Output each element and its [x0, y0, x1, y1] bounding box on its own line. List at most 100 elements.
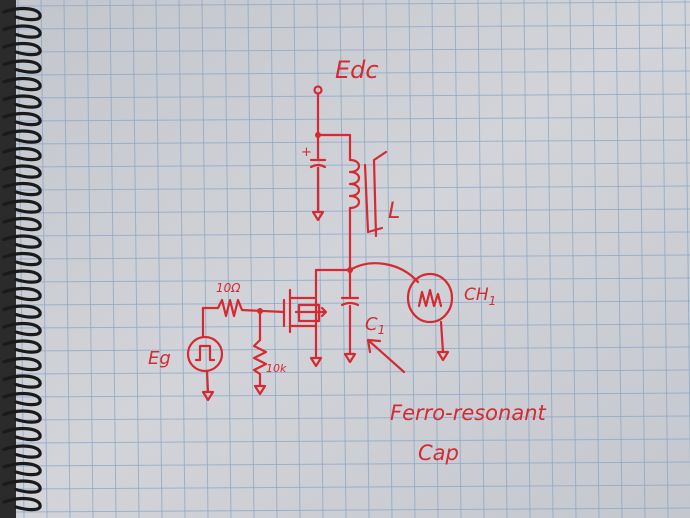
grid-line-horizontal	[15, 139, 690, 145]
gate-resistor	[201, 298, 286, 318]
supply-label: Edc	[335, 56, 379, 84]
grid-line-horizontal	[15, 369, 690, 375]
grid-line-horizontal	[15, 507, 690, 513]
binding-strip	[0, 0, 16, 518]
plus-mark: +	[301, 145, 312, 160]
inductor-core	[363, 150, 388, 238]
gate-resistor-label: 10Ω	[216, 281, 241, 295]
scope-label: CH1	[464, 285, 496, 308]
grid-line-vertical	[546, 0, 554, 518]
source-ground-icon	[201, 390, 215, 402]
grid-line-vertical	[293, 0, 301, 518]
binding-ring	[2, 286, 42, 302]
binding-ring	[2, 24, 42, 39]
pulldown-resistor-label: 10k	[266, 362, 287, 375]
binding-ring	[2, 181, 42, 197]
annotation-arrow	[366, 338, 406, 374]
grid-line-vertical	[500, 0, 508, 518]
grid-line-vertical	[592, 0, 600, 518]
grid-line-horizontal	[15, 70, 690, 76]
capacitor-ground-icon	[343, 352, 357, 364]
grid-line-vertical	[201, 0, 209, 518]
pulse-source-circle	[186, 335, 224, 373]
grid-line-vertical	[155, 0, 163, 518]
grid-line-horizontal	[15, 185, 690, 191]
binding-ring	[2, 426, 42, 442]
grid-line-horizontal	[15, 116, 690, 122]
grid-line-horizontal	[15, 93, 690, 99]
pulldown-ground-icon	[253, 384, 267, 396]
binding-ring	[2, 269, 42, 284]
grid-line-horizontal	[15, 346, 690, 352]
grid-line-horizontal	[15, 392, 690, 398]
note-line-2: Cap	[418, 441, 459, 465]
grid-line-vertical	[431, 0, 439, 518]
mosfet-drain	[288, 268, 318, 300]
binding-ring	[2, 199, 42, 214]
binding-ring	[2, 129, 42, 144]
grid-line-horizontal	[15, 162, 690, 168]
scope-label-main: CH	[464, 285, 489, 305]
binding-ring	[2, 444, 42, 459]
source-label: Eg	[148, 348, 171, 369]
grid-line-vertical	[661, 0, 669, 518]
grid-line-vertical	[477, 0, 485, 518]
binding-ring	[2, 479, 42, 494]
grid-line-vertical	[178, 0, 186, 518]
annotations: Edc + L CH1 C1 10Ω 10k Eg Ferro-resonant…	[148, 56, 547, 465]
binding-ring	[2, 304, 42, 319]
grid-line-vertical	[638, 0, 646, 518]
grid-line-vertical	[224, 0, 232, 518]
bypass-ground-icon	[311, 210, 325, 222]
grid-line-vertical	[270, 0, 278, 518]
grid-line-vertical	[247, 0, 255, 518]
grid-line-horizontal	[15, 231, 690, 237]
grid-line-horizontal	[15, 47, 690, 53]
inductor-label: L	[388, 199, 400, 224]
binding-ring	[2, 76, 42, 92]
binding-ring	[2, 111, 42, 127]
binding-ring	[2, 391, 42, 407]
binding-ring	[2, 94, 42, 109]
grid-line-horizontal	[15, 254, 690, 260]
grid-line-vertical	[362, 0, 370, 518]
scope-ground-icon	[436, 350, 450, 362]
grid-line-horizontal	[15, 415, 690, 421]
grid-line-horizontal	[15, 208, 690, 214]
scope-ground-wire	[439, 320, 445, 354]
grid-line-horizontal	[15, 24, 690, 30]
grid-lines	[15, 0, 690, 518]
pulldown-resistor	[252, 309, 268, 388]
mosfet-ground-icon	[309, 356, 323, 368]
mosfet-body	[297, 303, 321, 323]
grid-line-vertical	[385, 0, 393, 518]
note-line-1: Ferro-resonant	[390, 401, 547, 425]
source-ground-wire	[205, 369, 210, 394]
grid-line-vertical	[408, 0, 416, 518]
grid-line-horizontal	[15, 323, 690, 329]
spiral-binding	[2, 6, 42, 512]
binding-ring	[2, 6, 42, 22]
grid-line-horizontal	[15, 277, 690, 283]
bypass-capacitor	[309, 133, 327, 212]
pulse-waveform-icon	[194, 344, 216, 362]
binding-ring	[2, 251, 42, 267]
binding-ring	[2, 356, 42, 372]
grid-line-horizontal	[15, 461, 690, 467]
capacitor-label: C1	[365, 314, 385, 337]
grid-line-horizontal	[15, 438, 690, 444]
binding-ring	[2, 59, 42, 74]
binding-ring	[2, 409, 42, 424]
circuit	[186, 85, 454, 402]
binding-ring	[2, 461, 42, 477]
binding-ring	[2, 146, 42, 162]
grid-line-vertical	[615, 0, 623, 518]
capacitor-label-sub: 1	[378, 323, 386, 337]
grid-line-horizontal	[15, 1, 690, 7]
binding-ring	[2, 164, 42, 179]
binding-ring	[2, 234, 42, 249]
grid-line-horizontal	[15, 484, 690, 490]
binding-ring	[2, 496, 42, 512]
